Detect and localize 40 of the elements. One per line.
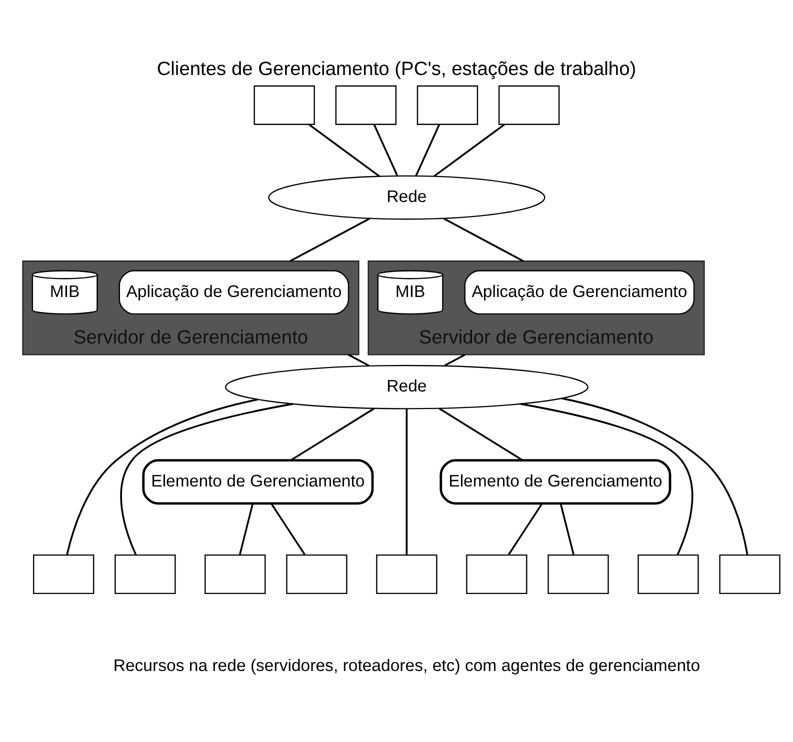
- connector: [290, 217, 370, 262]
- node-box: Aplicação de Gerenciamento: [464, 270, 695, 314]
- caption: Recursos na rede (servidores, roteadores, etc) com agentes de gerenciamento: [113, 656, 700, 675]
- node-box: [638, 554, 699, 594]
- node-box: [33, 554, 94, 594]
- node-box: [114, 554, 176, 594]
- node-box: Aplicação de Gerenciamento: [118, 270, 350, 314]
- connector: [290, 407, 375, 460]
- diagram-title: Clientes de Gerenciamento (PC's, estações de trabalho): [156, 58, 636, 80]
- node-box: Elemento de Gerenciamento: [440, 458, 672, 504]
- connector: [270, 502, 306, 555]
- connector: [433, 123, 505, 177]
- connector: [308, 123, 380, 177]
- connector: [406, 408, 408, 554]
- connector: [66, 398, 258, 555]
- node-box: [204, 554, 266, 594]
- node-ellipse: Rede: [268, 174, 546, 220]
- connector: [562, 396, 748, 554]
- connector: [520, 402, 694, 555]
- node-box: [466, 554, 528, 594]
- node-box: [335, 84, 396, 124]
- connector: [444, 353, 466, 366]
- connector: [560, 502, 574, 554]
- node-ellipse: Rede: [224, 364, 588, 409]
- connector: [415, 124, 440, 176]
- node-box: [376, 554, 438, 594]
- connector: [238, 502, 254, 554]
- connector: [508, 502, 543, 555]
- node-box: [286, 554, 348, 594]
- node-box: [548, 554, 609, 594]
- connector: [443, 217, 524, 262]
- node-box: [498, 84, 560, 124]
- node-box: [416, 84, 478, 124]
- connector: [120, 402, 293, 555]
- connector: [373, 124, 398, 176]
- node-box: Elemento de Gerenciamento: [142, 458, 374, 504]
- connector: [348, 353, 370, 366]
- connector: [438, 407, 523, 460]
- node-box: [254, 84, 315, 124]
- node-box: [719, 554, 780, 594]
